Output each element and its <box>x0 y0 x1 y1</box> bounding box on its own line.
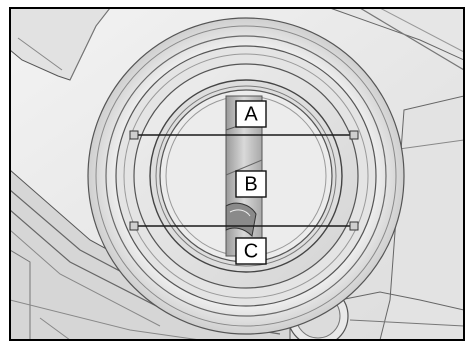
label-b-text: B <box>244 173 257 195</box>
label-c: C <box>235 237 267 265</box>
label-b: B <box>235 170 267 198</box>
label-c-text: C <box>244 240 258 262</box>
label-a-text: A <box>244 103 258 125</box>
label-a: A <box>235 100 267 128</box>
